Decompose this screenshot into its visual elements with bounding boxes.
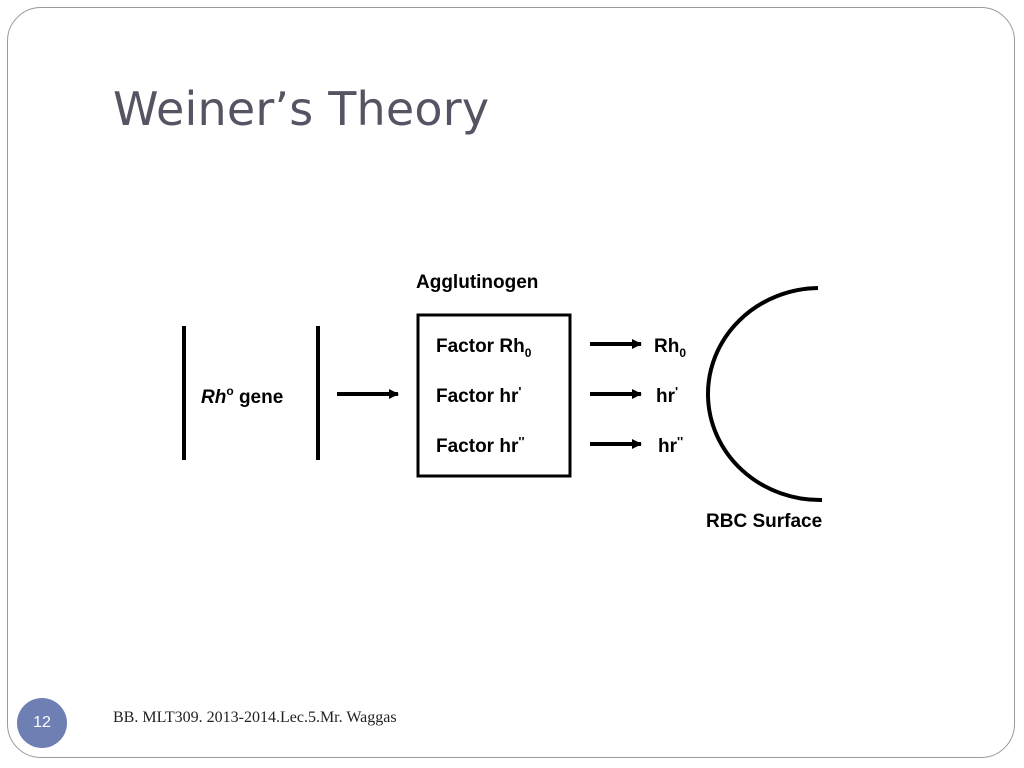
- agglutinogen-label: Agglutinogen: [416, 272, 538, 293]
- slide-frame: [7, 7, 1015, 758]
- page-number: 12: [33, 714, 51, 731]
- page-number-badge: 12: [17, 698, 67, 748]
- gene-label: Rho gene: [201, 384, 283, 408]
- factor-rh0-label: Factor Rh0: [436, 336, 532, 360]
- agglutinogen-box: [416, 313, 572, 478]
- rbc-surface-label: RBC Surface: [706, 511, 822, 532]
- antigen-rh0-label: Rh0: [654, 336, 686, 360]
- footer-text: BB. MLT309. 2013-2014.Lec.5.Mr. Waggas: [113, 709, 397, 726]
- rbc-surface-arc: [706, 286, 823, 503]
- factor-hr-prime-label: Factor hr': [436, 384, 521, 407]
- antigen-hr-double-prime-label: hr'': [658, 434, 683, 457]
- antigen-hr-prime-label: hr': [656, 384, 678, 407]
- slide-title: Weiner’s Theory: [113, 82, 490, 136]
- factor-hr-double-prime-label: Factor hr'': [436, 434, 525, 457]
